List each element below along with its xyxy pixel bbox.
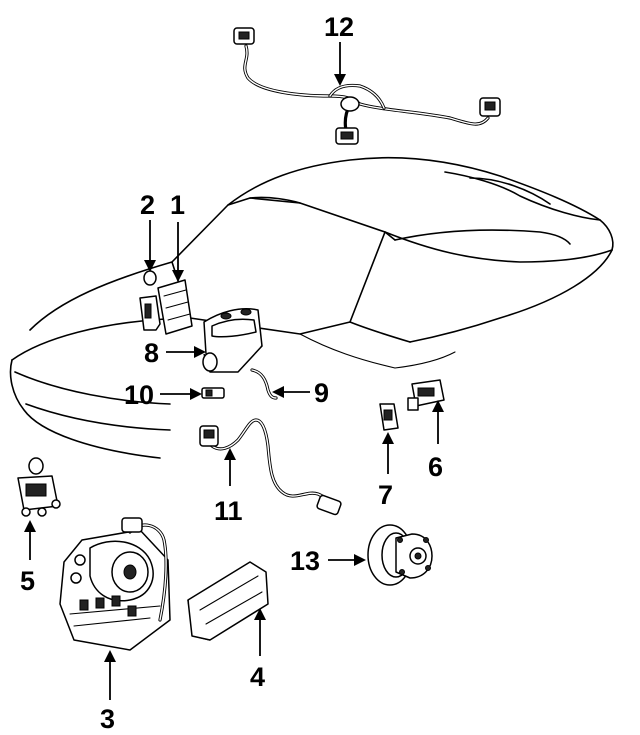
part-brake-line — [250, 368, 278, 400]
callout-12: 12 — [324, 12, 354, 42]
callout-2: 2 — [140, 190, 155, 220]
part-hub-assembly — [367, 524, 433, 586]
callout-13: 13 — [290, 546, 320, 576]
part-mount-bracket — [187, 561, 269, 641]
part-bracket — [139, 270, 161, 331]
part-switch — [201, 387, 225, 399]
part-sensor-7 — [379, 403, 399, 431]
callout-6: 6 — [428, 452, 443, 482]
callout-9: 9 — [314, 378, 329, 408]
callout-10: 10 — [124, 380, 154, 410]
part-valve — [17, 457, 61, 517]
callout-8: 8 — [144, 338, 159, 368]
part-master-cylinder — [202, 308, 263, 373]
callout-7: 7 — [378, 480, 393, 510]
callout-1: 1 — [170, 190, 185, 220]
callout-arrows — [24, 42, 444, 700]
part-sensor-6 — [407, 379, 445, 411]
part-wiring-harness — [233, 27, 501, 145]
callout-4: 4 — [250, 662, 265, 692]
callout-5: 5 — [20, 566, 35, 596]
callout-3: 3 — [100, 704, 115, 734]
part-control-module — [157, 279, 193, 335]
part-abs-modulator — [59, 517, 171, 651]
car-body-outline — [9, 156, 614, 459]
part-sensor-wire — [199, 418, 342, 516]
callout-11: 11 — [214, 496, 243, 526]
